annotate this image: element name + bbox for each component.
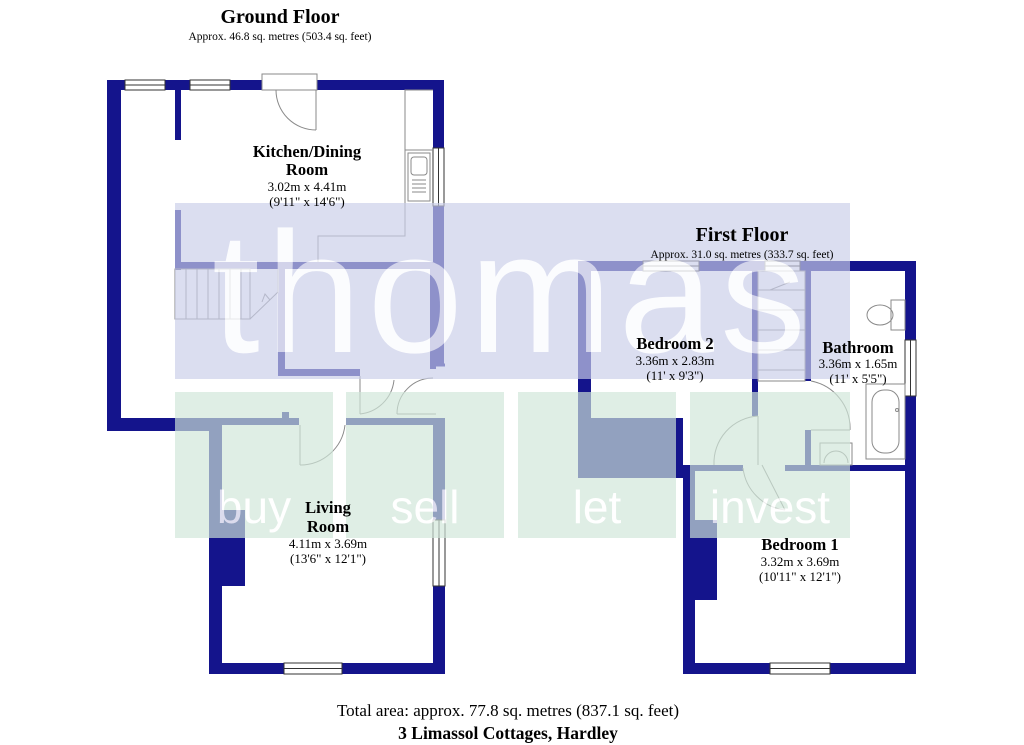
window-kitchen-top-1 — [124, 79, 166, 91]
ground-floor-area: Approx. 46.8 sq. metres (503.4 sq. feet) — [188, 31, 371, 43]
room-name-bedroom1: Bedroom 1 — [761, 535, 838, 554]
room-dim-living-metric: 4.11m x 3.69m — [289, 536, 367, 551]
room-dim-bathroom-metric: 3.36m x 1.65m — [819, 356, 898, 371]
watermark-brand: thomas — [212, 197, 812, 389]
watermark-tag-sell: sell — [390, 481, 459, 533]
watermark-tag-invest: invest — [710, 481, 830, 533]
door-back-icon — [261, 73, 318, 131]
room-dim-kitchen-metric: 3.02m x 4.41m — [268, 179, 347, 194]
first-floor-area: Approx. 31.0 sq. metres (333.7 sq. feet) — [650, 249, 833, 261]
room-dim-bedroom2-imperial: (11' x 9'3") — [646, 368, 703, 383]
bathtub-icon — [865, 383, 906, 460]
window-bathroom-right — [904, 339, 917, 397]
watermark-band-blue — [175, 203, 850, 379]
room-name-kitchen-line1: Kitchen/Dining — [253, 142, 362, 161]
watermark-tag-let: let — [573, 481, 622, 533]
room-name-living-line2: Room — [307, 517, 349, 536]
room-name-bedroom2: Bedroom 2 — [636, 334, 713, 353]
property-address: 3 Limassol Cottages, Hardley — [398, 723, 618, 743]
watermark-tile-invest — [690, 392, 850, 538]
room-dim-bedroom1-imperial: (10'11" x 12'1") — [759, 569, 841, 584]
room-dim-kitchen-imperial: (9'11" x 14'6") — [269, 194, 344, 209]
ff-chimney-bedroom1 — [695, 520, 717, 600]
watermark-tile-let — [518, 392, 676, 538]
room-dim-bedroom2-metric: 3.36m x 2.83m — [636, 353, 715, 368]
ground-floor-title: Ground Floor — [220, 6, 339, 28]
first-floor-title: First Floor — [696, 224, 789, 246]
window-bedroom1-bottom — [769, 662, 831, 675]
watermark-tile-buy — [175, 392, 333, 538]
toilet-icon — [866, 299, 906, 331]
total-area: Total area: approx. 77.8 sq. metres (837… — [337, 701, 679, 720]
gf-wall-short-upper — [175, 80, 181, 140]
window-living-bottom — [283, 662, 343, 675]
room-name-living-line1: Living — [305, 498, 352, 517]
room-dim-living-imperial: (13'6" x 12'1") — [290, 551, 366, 566]
room-dim-bathroom-imperial: (11' x 5'5") — [829, 371, 886, 386]
thomas-logo-watermark: thomas buy sell let invest — [175, 197, 850, 538]
sink-icon — [407, 152, 431, 202]
room-dim-bedroom1-metric: 3.32m x 3.69m — [761, 554, 840, 569]
watermark-tag-buy: buy — [217, 481, 291, 533]
window-kitchen-top-2 — [189, 79, 231, 91]
gf-wall-left — [107, 80, 121, 431]
watermark-tile-sell — [346, 392, 504, 538]
ff-bathroom-wall-bottom — [805, 465, 916, 471]
room-name-bathroom: Bathroom — [822, 338, 893, 357]
room-name-kitchen-line2: Room — [286, 160, 328, 179]
